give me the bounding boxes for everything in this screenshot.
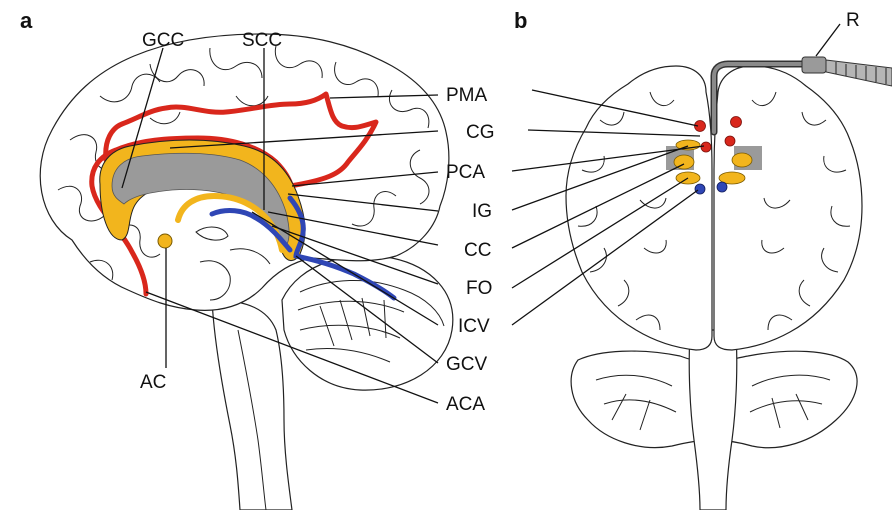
label-cg: CG: [466, 122, 495, 143]
label-icv: ICV: [458, 316, 490, 337]
anterior-commissure: [158, 234, 172, 248]
right-pca-dot: [725, 136, 735, 146]
left-icv-dot: [695, 184, 705, 194]
label-gcv: GCV: [446, 354, 488, 375]
panel-a-label: a: [20, 8, 33, 33]
label-ac: AC: [140, 372, 166, 393]
label-cc: CC: [464, 240, 491, 261]
label-fo: FO: [466, 278, 492, 299]
label-gcc: GCC: [142, 30, 184, 51]
coronal-brainstem: [689, 330, 737, 510]
right-hemisphere: [714, 66, 862, 350]
label-pca: PCA: [446, 162, 485, 183]
right-cc-mid: [732, 153, 752, 167]
label-r: R: [846, 10, 860, 31]
label-aca: ACA: [446, 394, 485, 415]
panel-b-label: b: [514, 8, 527, 33]
left-pca-dot: [701, 142, 711, 152]
sagittal-brain: [40, 34, 453, 510]
right-icv-dot: [717, 182, 727, 192]
right-pma-dot: [731, 117, 742, 128]
label-ig: IG: [472, 201, 492, 222]
label-scc: SCC: [242, 30, 282, 51]
label-pma: PMA: [446, 85, 488, 106]
